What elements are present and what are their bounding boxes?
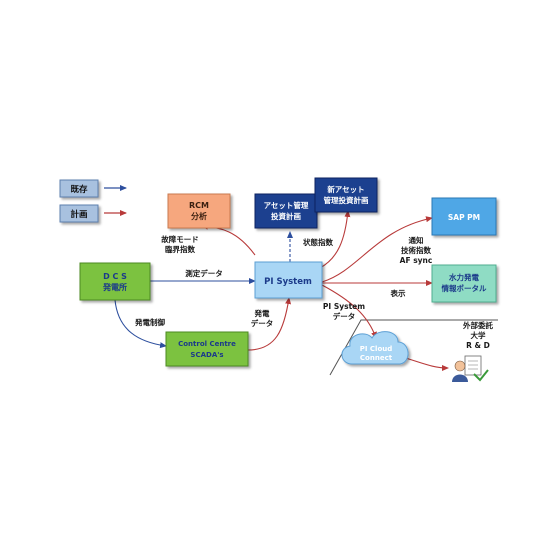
label-pi-data-1: PI System — [323, 302, 365, 311]
cloud-icon — [341, 331, 409, 365]
legend-planned-label: 計画 — [70, 209, 87, 220]
label-pi-data-2: データ — [333, 311, 356, 321]
label-status-index: 状態指数 — [303, 237, 333, 247]
hydro-portal-line-1: 水力発電 — [449, 272, 479, 282]
node-external-rd: 外部委託 大学 R & D — [452, 320, 493, 382]
pi-cloud-line-1: PI Cloud — [360, 345, 393, 353]
edge-cloud-to-external — [401, 356, 449, 371]
node-new-asset-plan: 新アセット 管理投資計画 — [314, 177, 378, 213]
external-line-1: 外部委託 — [463, 320, 493, 330]
label-notify-3: AF sync — [400, 256, 433, 265]
edge-pi-to-sap-pm — [321, 216, 433, 283]
edge-pi-to-cloud — [321, 284, 377, 339]
external-boundary-line — [329, 319, 498, 376]
label-gen-data-2: データ — [251, 318, 274, 328]
hydro-portal-line-2: 情報ポータル — [441, 283, 487, 293]
scada-line-1: Control Centre — [178, 340, 236, 348]
edge-pi-to-new-asset-plan — [319, 210, 351, 269]
asset-plan-line-1: アセット管理 — [264, 200, 309, 210]
node-sap-pm: SAP PM — [431, 197, 497, 236]
researcher-icon — [452, 355, 489, 382]
dcs-line-1: D C S — [103, 272, 127, 281]
node-pi-system: PI System — [254, 261, 323, 299]
label-gen-data-1: 発電 — [254, 308, 270, 318]
scada-line-2: SCADA's — [190, 351, 223, 359]
legend: 既存 計画 — [59, 179, 127, 223]
edge-labels: 故障モード 臨界指数 測定データ 状態指数 通知 技術指数 AF sync 表示… — [134, 234, 432, 328]
edge-dcs-to-scada — [114, 299, 167, 349]
legend-existing-box — [59, 179, 99, 198]
asset-plan-line-2: 投資計画 — [271, 211, 301, 221]
node-asset-plan: アセット管理 投資計画 — [254, 193, 318, 229]
external-line-3: R & D — [466, 341, 490, 350]
legend-planned-box — [59, 204, 99, 223]
label-gen-control: 発電制御 — [134, 317, 165, 327]
label-failure-mode-1: 故障モード — [161, 234, 199, 244]
label-notify-2: 技術指数 — [401, 245, 431, 255]
pi-system-label: PI System — [264, 277, 312, 287]
node-hydro-portal: 水力発電 情報ポータル — [431, 264, 497, 303]
label-failure-mode-2: 臨界指数 — [165, 244, 195, 254]
label-notify-1: 通知 — [409, 235, 424, 245]
dcs-line-2: 発電所 — [102, 282, 127, 292]
edge-scada-to-pi — [247, 297, 292, 351]
node-pi-cloud: PI Cloud Connect — [341, 331, 409, 365]
label-display: 表示 — [391, 288, 406, 298]
label-measurement: 測定データ — [185, 268, 223, 278]
legend-existing-label: 既存 — [70, 184, 88, 195]
pi-cloud-line-2: Connect — [360, 354, 393, 362]
connectors — [114, 210, 449, 371]
sap-pm-label: SAP PM — [448, 213, 480, 222]
node-dcs: D C S 発電所 — [79, 262, 151, 301]
edge-pi-to-rcm — [201, 223, 256, 256]
node-scada: Control Centre SCADA's — [165, 331, 249, 367]
node-rcm: RCM 分析 — [167, 193, 231, 229]
new-asset-plan-line-2: 管理投資計画 — [324, 195, 369, 205]
external-line-2: 大学 — [471, 330, 486, 340]
rcm-line-1: RCM — [189, 201, 209, 210]
rcm-line-2: 分析 — [191, 211, 207, 221]
new-asset-plan-line-1: 新アセット — [327, 184, 364, 194]
